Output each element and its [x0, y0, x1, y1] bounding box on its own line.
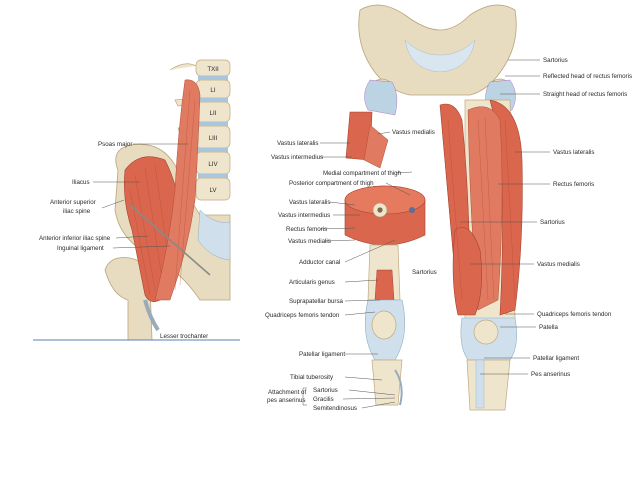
label-psoas-major: Psoas major [98, 141, 132, 148]
right-thigh-vastus-lateralis [489, 99, 523, 316]
vertebra-label-liii: LIII [209, 135, 218, 142]
label-patella: Patella [539, 324, 558, 331]
label-inguinal-ligament: Inguinal ligament [57, 245, 104, 252]
label-sartorius-pes: Sartorius [313, 387, 338, 394]
vertebra-label-liv: LIV [208, 161, 218, 168]
psoas-major-muscle [154, 79, 201, 301]
label-attachment-pes-line2: pes anserinus [267, 397, 306, 404]
label-sartorius-r2: Sartorius [540, 219, 565, 226]
pelvis-bone [358, 4, 517, 96]
vertebra-label-lii: LII [210, 110, 217, 117]
label-vastus-medialis-r: Vastus medialis [537, 261, 580, 268]
label-straight-head: Straight head of rectus femoris [543, 91, 627, 98]
label-articularis-genus: Articularis genus [289, 279, 335, 286]
vertebra-label-li: LI [210, 87, 215, 94]
vastus-medialis-cut [363, 124, 389, 169]
label-tibial-tuberosity: Tibial tuberosity [290, 374, 334, 381]
label-vastus-intermedius-top: Vastus intermedius [271, 154, 323, 161]
label-reflected-head: Reflected head of rectus femoris [543, 73, 632, 80]
label-pes-anserinus: Pes anserinus [531, 371, 570, 378]
label-vastus-intermedius-cs: Vastus intermedius [278, 212, 330, 219]
label-gracilis: Gracilis [313, 396, 334, 403]
label-lesser-trochanter: Lesser trochanter [160, 333, 208, 340]
label-sartorius-r: Sartorius [543, 57, 568, 64]
label-rectus-femoris-cs: Rectus femoris [286, 226, 327, 233]
tibia [371, 359, 403, 406]
label-suprapatellar-bursa: Suprapatellar bursa [289, 298, 344, 305]
label-patellar-ligament-l: Patellar ligament [299, 351, 345, 358]
label-posterior-compartment: Posterior compartment of thigh [289, 180, 374, 187]
label-aiis: Anterior inferior iliac spine [39, 235, 111, 242]
label-vastus-lateralis-r: Vastus lateralis [553, 149, 595, 156]
label-quadriceps-tendon-l: Quadriceps femoris tendon [265, 312, 340, 319]
label-iliacus: Iliacus [72, 179, 90, 186]
label-attachment-pes-line1: Attachment of [268, 389, 306, 396]
vertebra-label-lv: LV [209, 187, 217, 194]
label-quadriceps-tendon-r: Quadriceps femoris tendon [537, 311, 612, 318]
right-panel-thigh-anatomy: Sartorius Reflected head of rectus femor… [265, 4, 632, 412]
label-asis-line1: Anterior superior [50, 199, 96, 206]
label-vastus-medialis-cs: Vastus medialis [288, 238, 331, 245]
label-rectus-femoris-r: Rectus femoris [553, 181, 594, 188]
label-vastus-medialis-top: Vastus medialis [392, 129, 435, 136]
right-thigh-vastus-medialis [452, 227, 482, 316]
label-vastus-lateralis-cs: Vastus lateralis [289, 199, 331, 206]
vertebra-label-txii: TXII [207, 66, 219, 73]
label-adductor-canal: Adductor canal [299, 259, 340, 266]
label-semitendinosus: Semitendinosus [313, 405, 357, 412]
right-lower-leg [466, 359, 511, 411]
label-sartorius-cut: Sartorius [412, 269, 437, 276]
label-vastus-lateralis-top: Vastus lateralis [277, 140, 319, 147]
label-asis-line2: iliac spine [63, 208, 91, 215]
label-medial-compartment: Medial compartment of thigh [323, 170, 402, 177]
label-patellar-ligament-r: Patellar ligament [533, 355, 579, 362]
left-panel-hip-anatomy: TXII LI LII LIII LIV LV Psoas major Ilia… [33, 59, 240, 341]
